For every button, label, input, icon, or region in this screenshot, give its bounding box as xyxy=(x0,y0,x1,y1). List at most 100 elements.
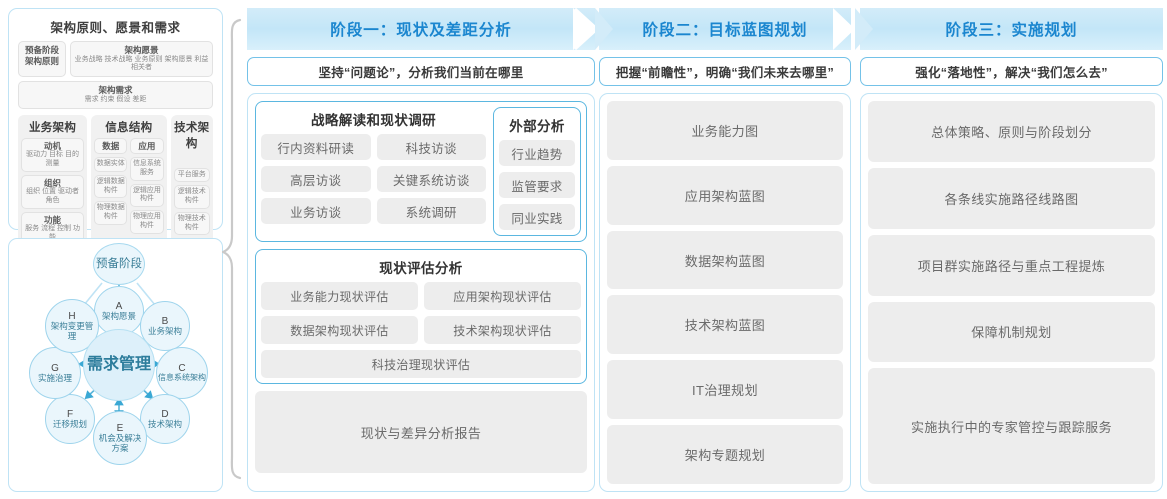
adm-node-f-letter: F xyxy=(66,408,74,420)
data-head-cell: 数据 xyxy=(94,137,128,155)
organization-sub: 组织 位置 驱动者 角色 xyxy=(26,188,79,204)
assessment-title: 现状评估分析 xyxy=(379,261,463,276)
logical-data-component-cell: 逻辑数据构件 xyxy=(94,174,128,199)
information-structure-title: 信息结构 xyxy=(105,121,153,134)
adm-node-b-label: 业务架构 xyxy=(147,325,182,336)
tile-expert-oversight-tracking-service[interactable]: 实施执行中的专家管控与跟踪服务 xyxy=(868,368,1155,484)
tile-technology-governance-assessment[interactable]: 科技治理现状评估 xyxy=(261,350,581,378)
phase-2-header[interactable]: 阶段二：目标蓝图规划 xyxy=(599,8,851,50)
function-sub: 服务 流程 控制 功能 xyxy=(25,225,80,241)
tile-business-capability-map[interactable]: 业务能力图 xyxy=(607,101,843,160)
architecture-vision-box: 架构愿景 业务战略 技术战略 业务原则 架构愿景 利益相关者 xyxy=(70,41,213,78)
architecture-vision-items: 业务战略 技术战略 业务原则 架构愿景 利益相关者 xyxy=(74,55,209,72)
tile-business-capability-assessment[interactable]: 业务能力现状评估 xyxy=(261,282,418,310)
information-system-service-label: 信息系统服务 xyxy=(132,160,161,176)
platform-service-label: 平台服务 xyxy=(177,170,206,178)
adm-node-h-label: 架构变更管理 xyxy=(50,321,94,341)
technology-architecture-title: 技术架构 xyxy=(174,121,210,150)
adm-node-g-label: 实施治理 xyxy=(37,372,72,383)
function-head: 功能 xyxy=(44,214,62,225)
chevron-1-icon xyxy=(573,7,613,51)
physical-technology-component-cell: 物理技术构件 xyxy=(173,211,210,236)
adm-node-c-letter: C xyxy=(178,362,186,374)
tile-business-interview[interactable]: 业务访谈 xyxy=(261,198,371,224)
adm-node-f[interactable]: F 迁移规划 xyxy=(45,394,95,444)
tile-application-architecture-assessment[interactable]: 应用架构现状评估 xyxy=(424,282,581,310)
adm-node-e-label: 机会及解决方案 xyxy=(98,433,142,453)
tile-data-architecture-blueprint[interactable]: 数据架构蓝图 xyxy=(607,230,843,290)
motivation-sub: 驱动力 目标 目的 测量 xyxy=(26,151,79,167)
chevron-2-icon xyxy=(833,8,873,50)
adm-node-e[interactable]: E 机会及解决方案 xyxy=(93,411,147,465)
left-column: 架构原则、愿景和需求 预备阶段 架构原则 架构愿景 业务战略 技术战略 业务原则… xyxy=(8,8,223,492)
tile-overall-strategy-principles-phasing[interactable]: 总体策略、原则与阶段划分 xyxy=(868,101,1155,162)
phases-container: 阶段一：现状及差距分析 阶段二：目标蓝图规划 xyxy=(243,0,1167,499)
application-head-cell: 应用 xyxy=(130,137,164,155)
adm-node-d[interactable]: D 技术架构 xyxy=(140,394,190,444)
motivation-cell: 动机 驱动力 目标 目的 测量 xyxy=(21,137,85,172)
tile-industry-trend[interactable]: 行业趋势 xyxy=(499,140,575,166)
adm-node-h-letter: H xyxy=(68,310,76,322)
adm-node-center-label: 需求管理 xyxy=(86,355,151,373)
phase-1-body: 战略解读和现状调研 行内资料研读 科技访谈 高层访谈 关键系统访谈 业务访谈 系… xyxy=(247,93,595,492)
organization-head: 组织 xyxy=(44,177,62,188)
tile-executive-interview[interactable]: 高层访谈 xyxy=(261,166,371,192)
tile-technology-interview[interactable]: 科技访谈 xyxy=(376,134,486,160)
tile-technology-architecture-assessment[interactable]: 技术架构现状评估 xyxy=(424,316,581,344)
data-entity-label: 数据实体 xyxy=(96,160,125,168)
adm-node-d-letter: D xyxy=(161,408,169,420)
adm-node-center[interactable]: 需求管理 xyxy=(83,329,155,401)
adm-node-c[interactable]: C 信息系统架构 xyxy=(156,347,208,399)
togaf-content-framework-panel: 架构原则、愿景和需求 预备阶段 架构原则 架构愿景 业务战略 技术战略 业务原则… xyxy=(8,8,223,295)
phase-2-body: 业务能力图 应用架构蓝图 数据架构蓝图 技术架构蓝图 IT治理规划 架构专题规划 xyxy=(599,93,851,492)
architecture-vision-title: 架构愿景 xyxy=(124,45,159,55)
physical-application-component-label: 物理应用构件 xyxy=(132,213,161,229)
external-analysis-title: 外部分析 xyxy=(509,119,565,134)
data-entity-cell: 数据实体 xyxy=(94,157,128,172)
phase-3-header-fill xyxy=(860,8,1163,50)
phase-3-header[interactable]: 阶段三：实施规划 xyxy=(860,8,1163,50)
prep-phase-label: 预备阶段 xyxy=(24,45,59,55)
tile-data-architecture-assessment[interactable]: 数据架构现状评估 xyxy=(261,316,418,344)
phase-1-header-text: 阶段一：现状及差距分析 xyxy=(330,22,512,39)
tile-peer-practice[interactable]: 同业实践 xyxy=(499,204,575,230)
adm-node-d-label: 技术架构 xyxy=(147,418,182,429)
adm-node-g[interactable]: G 实施治理 xyxy=(29,347,81,399)
technology-architecture-column: 技术架构 平台服务 逻辑技术构件 物理技术构件 xyxy=(170,114,213,249)
data-head: 数据 xyxy=(102,140,120,151)
motivation-head: 动机 xyxy=(44,140,62,151)
logical-data-component-label: 逻辑数据构件 xyxy=(96,177,125,194)
phase-3-header-text: 阶段三：实施规划 xyxy=(945,22,1078,39)
tile-technology-architecture-blueprint[interactable]: 技术架构蓝图 xyxy=(607,295,843,355)
togaf-domain-columns: 业务架构 动机 驱动力 目标 目的 测量 组织 组织 位置 驱动者 角色 功能 … xyxy=(18,114,213,249)
adm-node-c-label: 信息系统架构 xyxy=(158,373,206,383)
phase-2-header-text: 阶段二：目标蓝图规划 xyxy=(642,22,808,39)
adm-node-b[interactable]: B 业务架构 xyxy=(140,301,190,351)
adm-node-f-label: 迁移规划 xyxy=(52,418,87,429)
business-architecture-column: 业务架构 动机 驱动力 目标 目的 测量 组织 组织 位置 驱动者 角色 功能 … xyxy=(18,114,88,249)
adm-cycle-panel: 预备阶段 A 架构愿景 B 业务架构 C 信息系统架构 D 技术架构 xyxy=(8,238,223,492)
adm-node-a-letter: A xyxy=(115,300,123,312)
organization-cell: 组织 组织 位置 驱动者 角色 xyxy=(21,174,85,209)
tile-internal-document-study[interactable]: 行内资料研读 xyxy=(261,134,371,160)
tile-assurance-mechanism-plan[interactable]: 保障机制规划 xyxy=(868,301,1155,363)
application-subcolumn: 应用 信息系统服务 逻辑应用构件 物理应用构件 xyxy=(130,137,164,234)
application-head: 应用 xyxy=(138,140,156,151)
tile-business-line-roadmap[interactable]: 各条线实施路径线路图 xyxy=(868,167,1155,229)
tile-key-system-interview[interactable]: 关键系统访谈 xyxy=(376,166,486,192)
phase-2-subtitle: 把握“前瞻性”，明确“我们未来去哪里” xyxy=(599,57,851,86)
adm-node-preliminary[interactable]: 预备阶段 xyxy=(93,243,145,285)
external-analysis-group: 外部分析 行业趋势 监管要求 同业实践 xyxy=(493,107,581,236)
tile-gap-analysis-report[interactable]: 现状与差异分析报告 xyxy=(255,391,587,473)
phase-1-header[interactable]: 阶段一：现状及差距分析 xyxy=(247,8,595,50)
tile-program-roadmap-key-projects[interactable]: 项目群实施路径与重点工程提炼 xyxy=(868,234,1155,296)
tile-architecture-topic-plan[interactable]: 架构专题规划 xyxy=(607,425,843,484)
phase-3-subtitle: 强化“落地性”，解决“我们怎么去” xyxy=(860,57,1163,86)
architecture-requirements-items: 需求 约束 假设 差距 xyxy=(84,95,147,103)
adm-node-b-letter: B xyxy=(161,315,169,327)
adm-node-a-label: 架构愿景 xyxy=(101,310,136,321)
tile-application-architecture-blueprint[interactable]: 应用架构蓝图 xyxy=(607,165,843,225)
tile-regulatory-requirement[interactable]: 监管要求 xyxy=(499,172,575,198)
tile-it-governance-plan[interactable]: IT治理规划 xyxy=(607,360,843,420)
tile-system-survey[interactable]: 系统调研 xyxy=(376,198,486,224)
